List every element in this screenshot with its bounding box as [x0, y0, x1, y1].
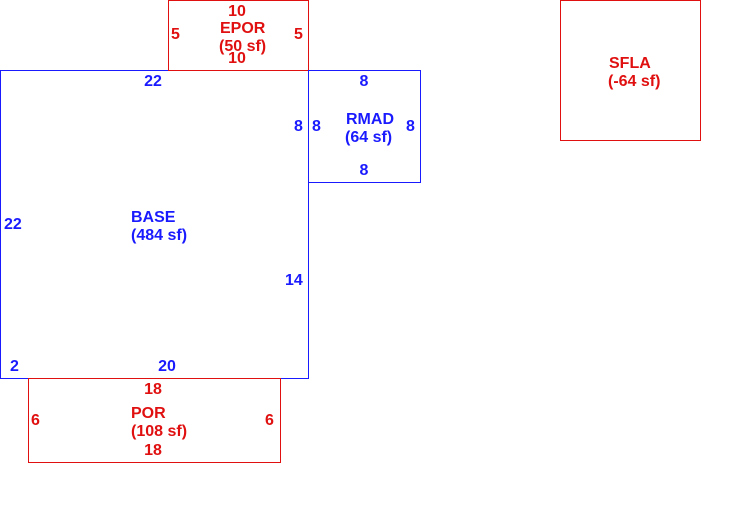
epor-top-dimension: 10: [228, 3, 246, 20]
base-bottom-dimension: 20: [158, 358, 176, 375]
por-area-value: (108 sf): [131, 423, 188, 440]
rmad-name: RMAD: [346, 111, 394, 128]
base-right-dimension: 14: [285, 272, 303, 289]
por-right-dimension: 6: [265, 412, 274, 429]
epor-right-dimension: 5: [294, 26, 303, 43]
por-bottom-dimension: 18: [144, 442, 162, 459]
base-top-dimension: 22: [144, 73, 162, 90]
rmad-right-dimension: 8: [406, 118, 415, 135]
rmad-area-value: (64 sf): [345, 129, 393, 146]
sfla-name: SFLA: [609, 55, 651, 72]
base-bottom-left-dimension: 2: [10, 358, 19, 375]
rmad-top-dimension: 8: [359, 73, 369, 90]
epor-left-dimension: 5: [171, 26, 180, 43]
rmad-inner-left-dimension: 8: [312, 118, 321, 135]
por-top-dimension: 18: [144, 381, 162, 398]
por-name: POR: [131, 405, 166, 422]
rmad-outer-left-dimension: 8: [294, 118, 303, 135]
base-name: BASE: [131, 209, 176, 226]
rmad-area: [308, 70, 421, 183]
epor-area-value: (50 sf): [219, 38, 267, 55]
rmad-bottom-dimension: 8: [359, 162, 369, 179]
por-area: [28, 378, 281, 463]
sfla-area-value: (-64 sf): [608, 73, 661, 90]
epor-area: [168, 0, 309, 71]
epor-bottom-dimension: 10: [228, 50, 246, 67]
epor-name: EPOR: [220, 20, 266, 37]
sfla-area: [560, 0, 701, 141]
base-area-value: (484 sf): [131, 227, 188, 244]
por-left-dimension: 6: [31, 412, 40, 429]
base-left-dimension: 22: [4, 216, 22, 233]
